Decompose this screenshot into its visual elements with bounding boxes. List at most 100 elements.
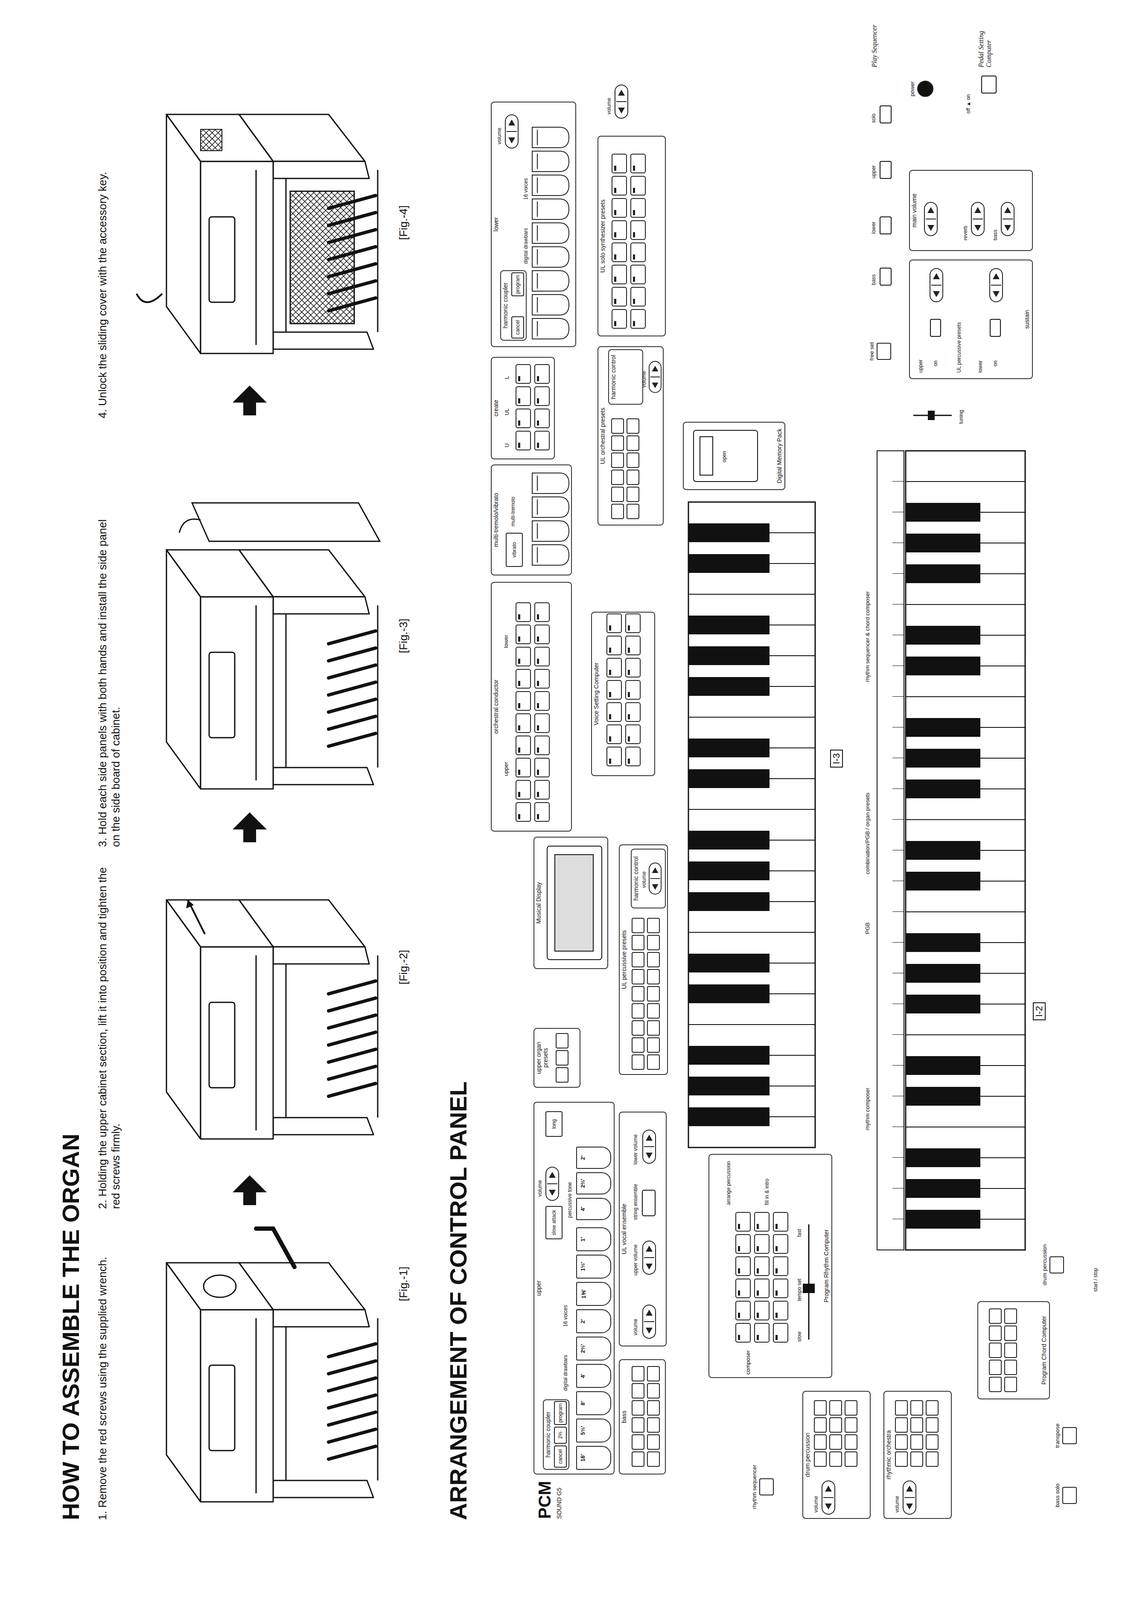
control-group: Program Chord Computer <box>977 1300 1050 1400</box>
control-group: bass <box>618 1358 666 1475</box>
node-text: drum percussion <box>1041 1244 1048 1286</box>
node-text: UL orchestral presets <box>599 406 607 466</box>
node-text: program <box>557 1402 564 1424</box>
control-group: harmonic control <box>608 349 644 405</box>
panel-label: digital drawbars <box>522 227 529 264</box>
panel-label: multi-tremolo <box>510 496 516 527</box>
panel-label: start / stop <box>1092 1267 1099 1292</box>
node-text: 2' <box>579 1317 586 1324</box>
node-text: UL solo synthesizer presets <box>599 198 607 274</box>
panel-label: string ensemble <box>632 1183 639 1220</box>
node-text: 4' <box>579 1372 586 1379</box>
page-title: HOW TO ASSEMBLE THE ORGAN <box>56 1133 85 1520</box>
brand-model: SOUND G5 <box>555 1487 563 1519</box>
panel-label: volume <box>641 871 648 888</box>
node-text: main volume <box>910 192 918 229</box>
panel-label: tuning <box>958 409 965 424</box>
section-heading: ARRANGEMENT OF CONTROL PANEL <box>443 1081 473 1520</box>
control-group: drum percussion <box>802 1390 871 1519</box>
node-text: slow attack <box>550 1208 557 1236</box>
node-text: upper <box>535 1279 543 1298</box>
page-number: I-2 <box>1032 1002 1046 1021</box>
node-text: lower <box>492 215 500 233</box>
panel-button: long <box>545 1110 563 1137</box>
panel-label: UL percussive presets <box>956 322 962 373</box>
control-group: UL solo synthesizer presets <box>597 135 666 337</box>
node-text: 4' <box>579 1205 586 1212</box>
node-text: Voice Setting Computer <box>592 661 600 727</box>
control-group: main volume <box>909 169 1033 251</box>
node-text: 2⅔' <box>579 1342 586 1354</box>
control-group: Musical Display <box>533 836 609 969</box>
panel-button: cancel <box>553 1445 567 1468</box>
node-text: bass solo <box>1054 1483 1061 1508</box>
panel-label: bass <box>992 229 999 241</box>
panel-label: fast <box>796 1228 803 1237</box>
node-text: 1⅗' <box>579 1288 588 1299</box>
panel-label: lower <box>977 360 984 373</box>
drawbar-tab: 4' <box>576 1363 612 1388</box>
panel-label: volume <box>894 1495 901 1513</box>
control-group: create <box>490 356 555 460</box>
node-text: Program Rhythm Computer <box>822 1227 830 1304</box>
panel-label: volume <box>606 97 613 115</box>
panel-label: upper <box>502 761 510 776</box>
labeled-button: power <box>909 63 961 115</box>
drawbar-tab: 1' <box>576 1227 612 1251</box>
panel-label: bass <box>870 274 877 286</box>
figure-label: [Fig.-3] <box>396 618 411 653</box>
drawbar-tab: 2⅔' <box>576 1336 612 1361</box>
node-text: 2⅔ <box>557 1430 564 1440</box>
logo-text: Pedal Setting Computer <box>977 20 993 68</box>
panel-label: U <box>503 443 511 448</box>
panel-label: volume <box>632 1318 639 1336</box>
panel-label: volume <box>536 1179 543 1197</box>
panel-label: on <box>932 360 939 367</box>
panel-label: digital drawbars <box>562 1354 569 1391</box>
drawbar-tab: 1⅓' <box>576 1254 612 1279</box>
node-text: vibrato <box>511 540 518 559</box>
panel-label: UL <box>503 408 511 416</box>
drawbar-tab: 8' <box>576 1390 612 1415</box>
panel-button: program <box>511 272 525 297</box>
control-group: UL vocal ensemble <box>618 1111 667 1347</box>
step-arrow <box>232 385 267 1205</box>
panel-label: tempo set <box>796 1278 803 1301</box>
labeled-button: free set <box>868 332 903 371</box>
panel-label: 16 voices <box>522 177 529 200</box>
keyboard-label: PGB <box>864 922 872 934</box>
node-text: UL vocal ensemble <box>620 1202 628 1256</box>
panel-label: off ▲ on <box>965 94 972 114</box>
node-text: Program Chord Computer <box>1040 1314 1048 1386</box>
logo-text: Play Sequencer <box>870 20 879 68</box>
panel-label: volume <box>496 127 503 145</box>
panel-label: percussive tone <box>566 1181 573 1218</box>
panel-label: composer <box>744 1349 752 1375</box>
node-text: 1' <box>579 1235 586 1242</box>
node-text: 1⅓' <box>579 1260 586 1272</box>
node-text: 16' <box>579 1452 586 1463</box>
step-text: 2. Holding the upper cabinet section, li… <box>96 858 123 1209</box>
assembly-figure <box>136 114 378 354</box>
panel-label: lower <box>870 221 877 234</box>
panel-label: open <box>721 450 728 463</box>
figure-label: [Fig.-1] <box>396 1266 411 1301</box>
control-group: UL orchestral presetsharmonic control <box>597 346 664 526</box>
drawbar-tab: 1⅗' <box>576 1281 612 1306</box>
control-group: Digital Memory Pack <box>682 421 786 490</box>
panel-label: arrange percussion <box>725 1160 732 1205</box>
labeled-button: transpose <box>1054 1411 1093 1459</box>
control-group: upperharmonic couplercancel2⅔program16'5… <box>533 1101 615 1475</box>
panel-parts <box>547 75 1001 1340</box>
volume-buttons <box>505 84 1015 1514</box>
control-group: orchestral conductor <box>490 581 572 832</box>
node-text: drum percussion <box>804 1431 811 1478</box>
panel-label: upper volume <box>632 1244 639 1276</box>
node-text: Digital Memory Pack <box>775 427 783 485</box>
node-text: rhythmic orchestra <box>885 1428 892 1481</box>
node-text: 2' <box>579 1154 586 1161</box>
control-group: lowerharmonic couplercancelprogram <box>490 101 577 347</box>
drawbar-tab: 2' <box>576 1146 612 1169</box>
drawbar-tab: 2⅔' <box>576 1171 612 1195</box>
